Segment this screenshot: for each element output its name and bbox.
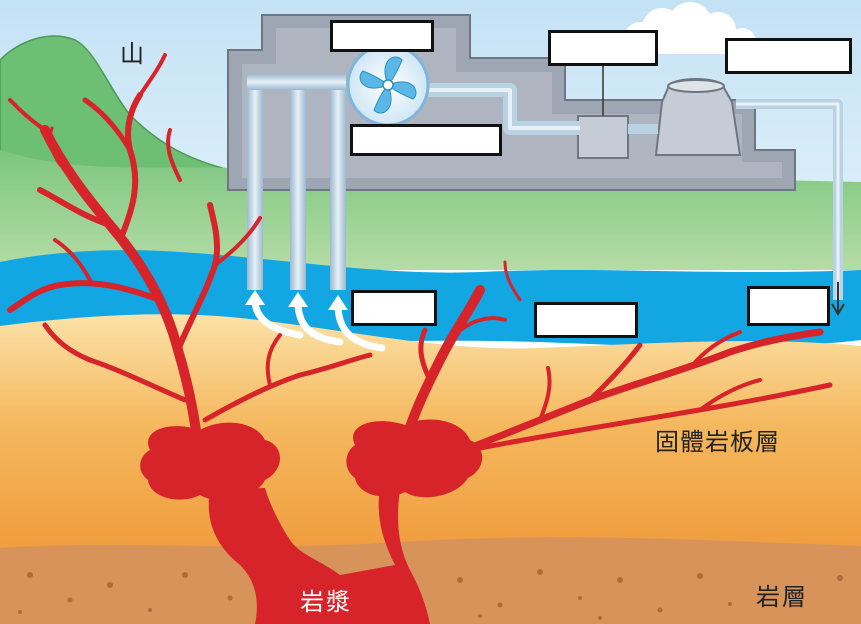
- turbine-icon: [346, 43, 430, 127]
- blank-box-reservoir[interactable]: [534, 302, 638, 338]
- label-magma: 岩漿: [300, 588, 352, 616]
- label-mountain: 山: [120, 40, 144, 68]
- blank-box-turbine-below[interactable]: [350, 124, 502, 156]
- well-pipes: [247, 74, 346, 290]
- connector-pipe: [628, 124, 658, 134]
- blank-box-reinjection[interactable]: [747, 286, 830, 326]
- label-solid-plate: 固體岩板層: [655, 428, 780, 456]
- rock-speckles: [18, 569, 843, 620]
- steam-arrowheads: [245, 290, 348, 310]
- generator: [577, 115, 629, 159]
- magma-chambers: [140, 419, 483, 624]
- cooling-tower: [654, 78, 742, 156]
- blank-box-steam-rising[interactable]: [351, 290, 437, 326]
- blank-box-turbine-top[interactable]: [330, 20, 434, 52]
- label-rock-layer: 岩層: [756, 583, 808, 611]
- down-arrow-icon: [831, 282, 845, 316]
- blank-box-cooling-tower[interactable]: [725, 38, 852, 74]
- magma-veins: [7, 53, 833, 465]
- blank-box-generator[interactable]: [548, 30, 658, 66]
- rock-layer: [0, 537, 861, 624]
